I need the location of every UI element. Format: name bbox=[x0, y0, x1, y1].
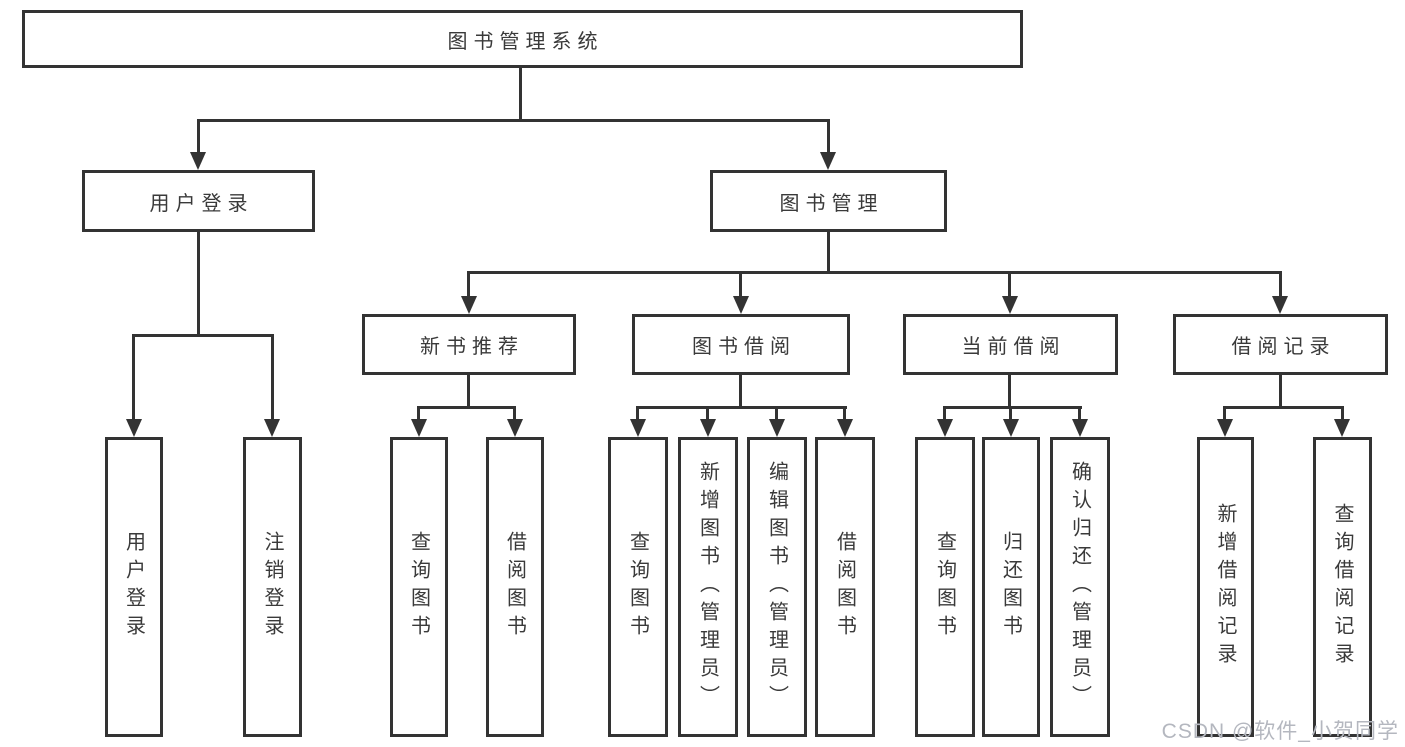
connector-line bbox=[1341, 406, 1344, 422]
leaf-records-query-record: 查询借阅记录 bbox=[1313, 437, 1372, 737]
connector-line bbox=[513, 406, 516, 422]
arrowhead-down-icon bbox=[126, 419, 142, 437]
arrowhead-down-icon bbox=[1072, 419, 1088, 437]
connector-line bbox=[132, 334, 135, 424]
connector-line bbox=[1008, 373, 1011, 409]
connector-line bbox=[1279, 373, 1282, 409]
connector-line bbox=[1223, 406, 1344, 409]
connector-line bbox=[1279, 271, 1282, 299]
arrowhead-down-icon bbox=[411, 419, 427, 437]
arrowhead-down-icon bbox=[630, 419, 646, 437]
arrowhead-down-icon bbox=[1272, 296, 1288, 314]
connector-line bbox=[1008, 271, 1011, 299]
arrowhead-down-icon bbox=[937, 419, 953, 437]
arrowhead-down-icon bbox=[507, 419, 523, 437]
connector-line bbox=[775, 406, 778, 422]
connector-line bbox=[636, 406, 847, 409]
connector-line bbox=[843, 406, 846, 422]
arrowhead-down-icon bbox=[461, 296, 477, 314]
connector-line bbox=[739, 373, 742, 409]
leaf-current-return-book: 归还图书 bbox=[982, 437, 1040, 737]
connector-line bbox=[132, 334, 274, 337]
node-root-system: 图书管理系统 bbox=[22, 10, 1023, 68]
leaf-current-query-book: 查询图书 bbox=[915, 437, 975, 737]
leaf-user-login: 用户登录 bbox=[105, 437, 163, 737]
node-book-borrow: 图书借阅 bbox=[632, 314, 850, 375]
csdn-watermark: CSDN @软件_小贺同学 bbox=[1161, 720, 1399, 743]
arrowhead-down-icon bbox=[1217, 419, 1233, 437]
node-new-book-recommend: 新书推荐 bbox=[362, 314, 576, 375]
connector-line bbox=[1223, 406, 1226, 422]
arrowhead-down-icon bbox=[700, 419, 716, 437]
leaf-recommend-borrow-book: 借阅图书 bbox=[486, 437, 544, 737]
arrowhead-down-icon bbox=[1003, 419, 1019, 437]
node-borrow-records: 借阅记录 bbox=[1173, 314, 1388, 375]
connector-line bbox=[1078, 406, 1081, 422]
connector-line bbox=[197, 230, 200, 336]
connector-line bbox=[271, 334, 274, 424]
leaf-borrow-borrow-book: 借阅图书 bbox=[815, 437, 875, 737]
arrowhead-down-icon bbox=[820, 152, 836, 170]
node-user-login: 用户登录 bbox=[82, 170, 315, 232]
leaf-current-confirm-return-admin: 确认归还（管理员） bbox=[1050, 437, 1110, 737]
connector-line bbox=[197, 119, 830, 122]
connector-line bbox=[197, 119, 200, 155]
arrowhead-down-icon bbox=[1002, 296, 1018, 314]
node-current-borrow: 当前借阅 bbox=[903, 314, 1118, 375]
connector-line bbox=[706, 406, 709, 422]
connector-line bbox=[467, 271, 1281, 274]
arrowhead-down-icon bbox=[190, 152, 206, 170]
arrowhead-down-icon bbox=[837, 419, 853, 437]
arrowhead-down-icon bbox=[733, 296, 749, 314]
connector-line bbox=[467, 271, 470, 299]
arrowhead-down-icon bbox=[264, 419, 280, 437]
connector-line bbox=[519, 67, 522, 121]
leaf-records-add-record: 新增借阅记录 bbox=[1197, 437, 1254, 737]
connector-line bbox=[943, 406, 946, 422]
leaf-recommend-query-book: 查询图书 bbox=[390, 437, 448, 737]
node-book-management: 图书管理 bbox=[710, 170, 947, 232]
connector-line bbox=[827, 230, 830, 274]
leaf-borrow-edit-book-admin: 编辑图书（管理员） bbox=[747, 437, 807, 737]
leaf-borrow-query-book: 查询图书 bbox=[608, 437, 668, 737]
leaf-logout: 注销登录 bbox=[243, 437, 302, 737]
connector-line bbox=[827, 119, 830, 155]
connector-line bbox=[739, 271, 742, 299]
connector-line bbox=[417, 406, 516, 409]
connector-line bbox=[636, 406, 639, 422]
connector-line bbox=[943, 406, 1082, 409]
connector-line bbox=[1009, 406, 1012, 422]
connector-line bbox=[417, 406, 420, 422]
arrowhead-down-icon bbox=[1334, 419, 1350, 437]
arrowhead-down-icon bbox=[769, 419, 785, 437]
connector-line bbox=[467, 373, 470, 409]
leaf-borrow-add-book-admin: 新增图书（管理员） bbox=[678, 437, 738, 737]
